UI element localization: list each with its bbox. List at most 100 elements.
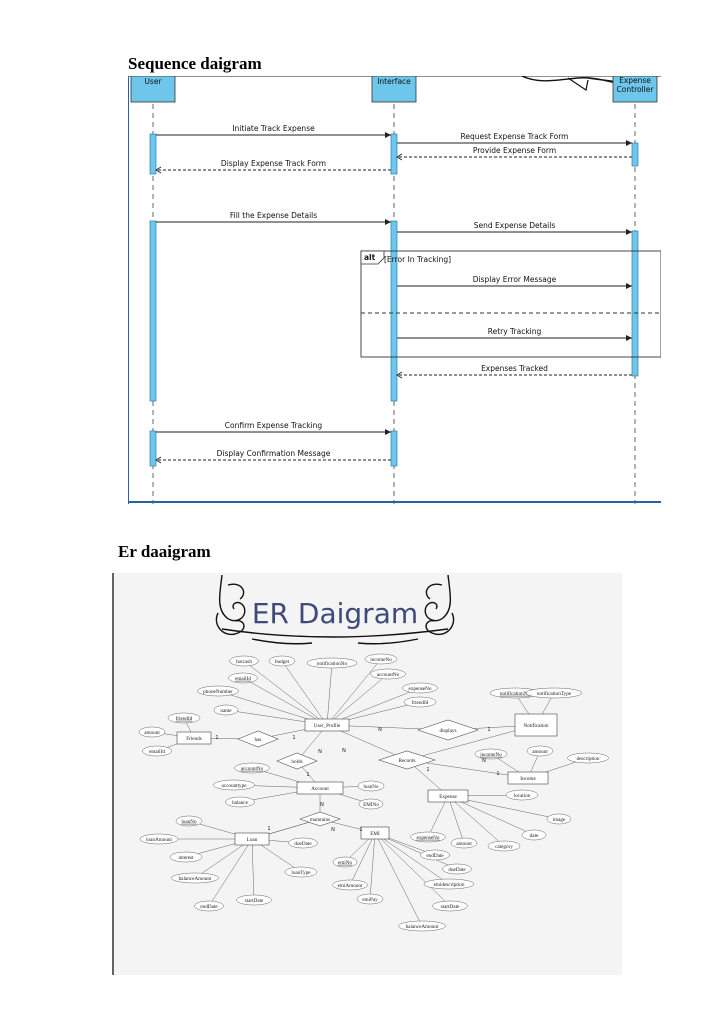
er-entity: Income — [507, 771, 549, 785]
attribute-link — [374, 832, 423, 927]
er-attribute: dueDate — [288, 837, 318, 849]
relationship-diamond — [276, 752, 318, 770]
er-attribute: image — [546, 813, 572, 825]
er-attribute: hotcash — [229, 655, 259, 667]
attribute-ellipse — [234, 762, 270, 774]
er-attribute: emailId — [142, 745, 172, 757]
entity-label: Account — [311, 786, 329, 792]
er-attribute: friendId — [167, 712, 201, 724]
er-attribute: friendId — [403, 696, 437, 708]
attribute-label: balanceAmount — [406, 924, 439, 930]
er-diagram: ER Daigram hotcash budget notificationNo in… — [112, 573, 622, 975]
attribute-ellipse — [567, 752, 609, 764]
er-heading: Er daaigram — [118, 542, 211, 561]
attribute-link — [194, 838, 253, 879]
activation-bar — [390, 430, 398, 467]
attribute-label: balance — [232, 800, 249, 806]
alt-keyword: alt — [364, 253, 376, 262]
entity-box — [234, 832, 270, 846]
alt-guard: [Error In Tracking] — [384, 255, 451, 264]
er-attribute: expenseNo — [410, 831, 446, 843]
attribute-ellipse — [197, 685, 239, 697]
er-attribute: emiPay — [356, 893, 384, 905]
attribute-label: endDate — [200, 904, 218, 910]
cardinality: 1 — [426, 767, 429, 773]
er-attribute: startDate — [432, 900, 468, 912]
activation-bar — [149, 220, 157, 402]
er-entity: Notification — [514, 713, 558, 737]
entity-label: Loan — [247, 837, 258, 843]
cardinality: 1 — [292, 735, 295, 741]
attribute-label: incomeNo — [370, 657, 392, 663]
relationship-diamond — [299, 811, 341, 827]
attribute-ellipse — [228, 672, 258, 684]
attribute-label: balanceAmount — [179, 876, 212, 882]
attribute-label: emiPay — [362, 897, 378, 903]
attribute-link — [369, 832, 376, 900]
activation-bar — [390, 133, 398, 175]
attribute-ellipse — [358, 798, 384, 810]
attribute-ellipse — [403, 696, 437, 708]
participant-label: Controller — [617, 85, 655, 94]
er-attribute: startDate — [236, 894, 272, 906]
participant-box — [371, 75, 417, 103]
er-relationship: displays — [417, 719, 479, 741]
message-label: Confirm Expense Tracking — [225, 421, 323, 430]
message: Provide Expense Form — [396, 146, 632, 161]
attribute-label: hotcash — [236, 659, 252, 665]
attribute-ellipse — [420, 849, 450, 861]
er-attribute: accountNo — [370, 668, 406, 680]
attribute-link — [374, 832, 451, 907]
attribute-ellipse — [332, 879, 368, 891]
cardinality: 1 — [359, 827, 362, 833]
cardinality: N — [331, 827, 335, 833]
attribute-link — [326, 658, 382, 726]
entity-box — [296, 781, 344, 795]
ornament-flourish — [215, 574, 455, 645]
attribute-link — [251, 838, 255, 901]
message: Request Expense Track Form — [397, 132, 632, 146]
entity-label: User_Profile — [314, 722, 341, 729]
relationship-diamond — [378, 750, 436, 770]
cardinality: N — [342, 748, 346, 754]
er-attribute: location — [505, 789, 539, 801]
attribute-label: dueDate — [448, 867, 466, 873]
attribute-ellipse — [364, 653, 398, 665]
er-attribute: notificationNo — [306, 657, 358, 669]
attribute-label: loanAmount — [146, 837, 172, 843]
arrow-head — [396, 153, 403, 161]
relationship-diamond — [417, 719, 479, 741]
attribute-label: budget — [275, 659, 290, 665]
message-label: Retry Tracking — [488, 327, 542, 336]
attribute-ellipse — [139, 833, 179, 845]
er-attribute: emiNo — [332, 856, 358, 868]
attribute-link — [243, 660, 328, 726]
attribute-label: notificationNo — [500, 690, 531, 697]
attribute-ellipse — [194, 900, 224, 912]
attribute-label: startDate — [245, 898, 264, 904]
entity-box — [176, 731, 212, 745]
attribute-ellipse — [167, 712, 201, 724]
attribute-label: category — [495, 844, 513, 850]
er-attribute: description — [567, 752, 609, 764]
entity-box — [427, 789, 469, 803]
arrow-head — [626, 140, 632, 146]
frame-border — [127, 76, 661, 504]
torn-edge-tick — [567, 77, 589, 91]
sequence-heading: Sequence daigram — [128, 54, 262, 73]
er-diagram-canvas: ER Daigram hotcash budget notificationNo in… — [112, 573, 609, 975]
er-attribute: budget — [268, 655, 296, 667]
er-banner-title: ER Daigram — [252, 597, 418, 630]
attribute-label: endDate — [426, 853, 444, 859]
attribute-label: dueDate — [294, 841, 312, 847]
relationship-label: Records — [399, 758, 416, 764]
message: Retry Tracking — [397, 327, 632, 341]
er-entity: Account — [296, 781, 344, 795]
er-attribute: balanceAmount — [171, 872, 219, 884]
er-attribute: balance — [225, 796, 255, 808]
er-attribute: dueDate — [442, 863, 472, 875]
er-attribute: incomeNo — [474, 748, 508, 760]
message: Display Confirmation Message — [155, 449, 391, 464]
arrow-head — [155, 166, 162, 174]
cardinality: N — [482, 758, 486, 764]
